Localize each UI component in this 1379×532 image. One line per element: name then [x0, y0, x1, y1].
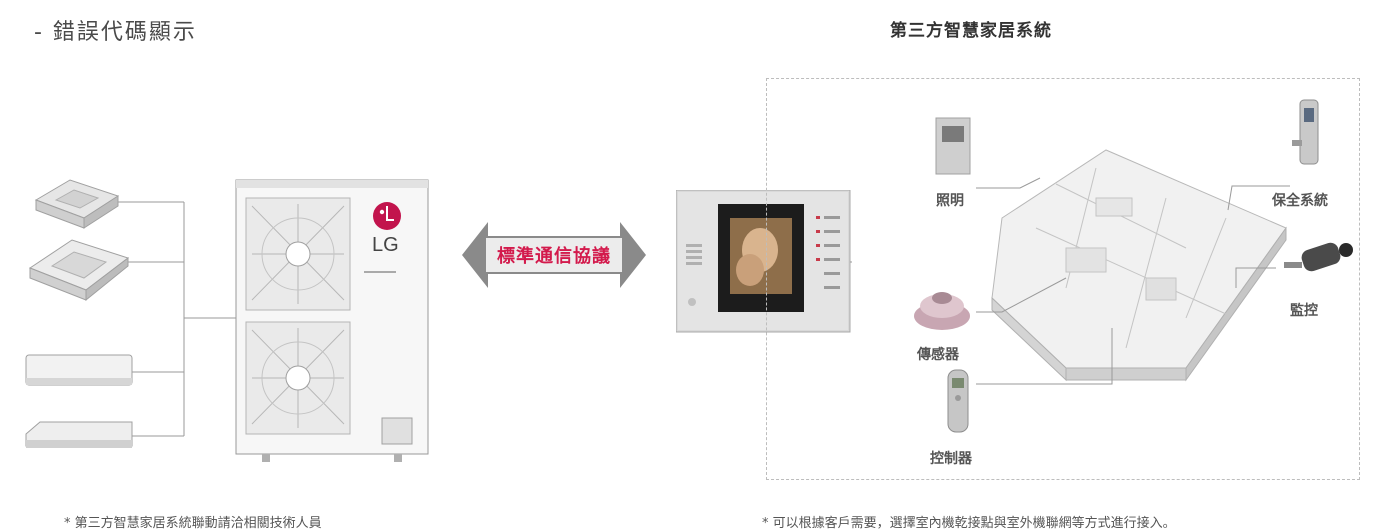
smart-home-diagram [914, 99, 1353, 433]
ac-system-diagram [25, 179, 429, 462]
lighting-label: 照明 [936, 193, 964, 209]
door-lock-icon [1292, 99, 1319, 165]
ceiling-cassette-icon [28, 239, 130, 302]
remote-controller-icon [947, 369, 969, 433]
cassette-unit-icon [34, 179, 120, 229]
left-heading: - 錯誤代碼顯示 [34, 20, 197, 45]
camera-icon [1284, 242, 1353, 272]
lighting-panel-icon [935, 117, 971, 175]
surveillance-label: 監控 [1290, 303, 1318, 319]
lg-logo: LG [362, 198, 412, 268]
controller-label: 控制器 [930, 451, 972, 467]
smart-home-box [766, 78, 1360, 480]
security-label: 保全系統 [1272, 193, 1328, 209]
sensor-label: 傳感器 [917, 347, 959, 363]
intercom-panel-icon [676, 190, 852, 333]
outdoor-unit-icon [235, 179, 429, 462]
lg-logo-text: LG [372, 234, 399, 256]
device-connector-lines [976, 177, 1290, 385]
duct-unit-icon [25, 421, 133, 448]
floorplan-icon [991, 149, 1287, 382]
left-footnote: * 第三方智慧家居系統聯動請洽相關技術人員 [64, 516, 322, 531]
sensor-icon [914, 292, 970, 330]
protocol-label: 標準通信協議 [497, 246, 611, 267]
lg-logo-icon [373, 202, 401, 230]
protocol-arrow-icon [462, 222, 646, 288]
wall-unit-icon [25, 354, 133, 386]
right-heading: 第三方智慧家居系統 [890, 21, 1052, 41]
right-footnote: * 可以根據客戶需要，選擇室內機乾接點與室外機聯網等方式進行接入。 [762, 516, 1176, 531]
connection-lines [118, 201, 236, 437]
